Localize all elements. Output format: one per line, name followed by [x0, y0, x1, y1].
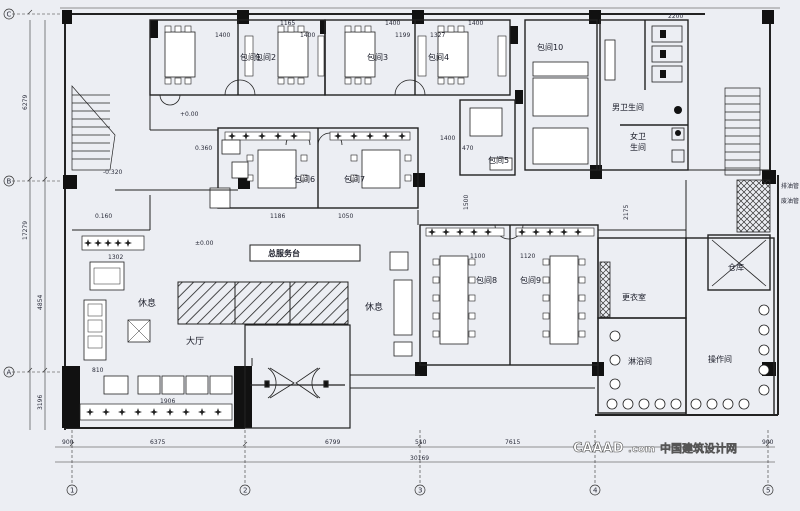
dim-bottom-5: 900 [762, 439, 774, 446]
dim-bottom-4: 7615 [505, 439, 520, 446]
room-label-private4: 包间4 [428, 52, 449, 62]
dim-bottom-3: 510 [415, 439, 427, 446]
watermark: CAAAD .com 中国建筑设计网 [573, 441, 738, 457]
dim-misc-4: 1100 [470, 253, 485, 260]
dim-top-2: 1400 [300, 32, 315, 39]
dim-left-1: 17279 [22, 221, 29, 240]
level-marker-3: -0.320 [103, 169, 123, 176]
room-label-lounge-left: 休息 [138, 297, 156, 309]
axis-col-2: 2 [243, 487, 247, 495]
room-label-private6: 包间6 [294, 174, 315, 184]
dim-misc-9: 470 [462, 145, 474, 152]
dim-bottom-1: 6375 [150, 439, 165, 446]
dimension-text-misc: 1302 1906 810 1186 1100 1120 1400 1500 2… [92, 13, 683, 405]
side-label-waste-oil: 废油管 [781, 197, 799, 205]
structural-columns [62, 10, 776, 428]
dim-top-4: 1400 [385, 20, 400, 27]
room-label-private2: 包间2 [255, 52, 276, 62]
room-furniture-8-9 [389, 227, 595, 357]
room-label-private3: 包间3 [367, 52, 388, 62]
level-marker-4: +0.00 [180, 111, 199, 118]
watermark-name: 中国建筑设计网 [660, 441, 737, 455]
axis-row-markers: C B A [3, 8, 15, 378]
dim-top-1: 1165 [280, 20, 295, 27]
dim-left-3: 3196 [37, 395, 44, 410]
room-label-storage: 仓库 [728, 262, 744, 272]
room-labels: 包间1 包间2 包间3 包间4 包间5 包间6 包间7 包间8 包间9 包间10… [138, 42, 744, 366]
side-label-oil-drain: 排油管 [781, 182, 799, 190]
interior-walls [72, 95, 770, 389]
room-label-womens-restroom-a: 女卫 [630, 131, 646, 141]
shower-fixtures [606, 304, 770, 410]
axis-col-4: 4 [593, 487, 598, 495]
dim-misc-5: 1120 [520, 253, 535, 260]
level-marker-2: 0.360 [195, 145, 212, 152]
dim-bottom-2: 6799 [325, 439, 340, 446]
dim-bottom-0: 900 [62, 439, 74, 446]
axis-col-5: 5 [766, 487, 770, 495]
level-marker-0: ±0.00 [195, 240, 214, 247]
service-block [597, 179, 775, 416]
level-marker-1: 0.160 [95, 213, 112, 220]
room-label-private8: 包间8 [476, 275, 497, 285]
private-rooms-6-7 [217, 127, 419, 209]
hatched-counter [177, 281, 349, 325]
dim-misc-10: 1050 [338, 213, 353, 220]
dim-misc-1: 1906 [160, 398, 175, 405]
room-label-lounge-right: 休息 [365, 301, 383, 313]
axis-row-c: C [7, 11, 12, 19]
axis-col-3: 3 [418, 487, 422, 495]
dim-misc-2: 810 [92, 367, 104, 374]
room-label-locker-room: 更衣室 [622, 292, 646, 302]
axis-col-1: 1 [70, 487, 74, 495]
level-markers: ±0.00 0.160 0.360 -0.320 +0.00 [95, 111, 214, 247]
room-label-private9: 包间9 [520, 275, 541, 285]
room-furniture-6-7 [209, 131, 412, 209]
room-label-shower-room: 淋浴间 [628, 356, 652, 366]
service-desk [249, 244, 361, 262]
room-label-private10: 包间10 [537, 42, 563, 52]
axis-column-markers: 1 2 3 4 5 [66, 484, 774, 496]
watermark-site: CAAAD [573, 441, 624, 456]
room-label-private1: 包间1 [240, 52, 261, 62]
dim-left-2: 4854 [37, 295, 44, 310]
room-label-private5: 包间5 [488, 155, 509, 165]
dim-misc-11: 2200 [668, 13, 683, 20]
toilet-icon [660, 30, 682, 136]
room-label-mens-restroom: 男卫生间 [612, 102, 644, 112]
room-label-service-desk: 总服务台 [268, 248, 300, 258]
dim-top-0: 1400 [215, 32, 230, 39]
room-furniture-top [164, 25, 507, 85]
room-label-operation-room: 操作间 [708, 354, 732, 364]
room-label-private7: 包间7 [344, 174, 365, 184]
dim-misc-7: 1500 [463, 195, 470, 210]
room-label-womens-restroom-b: 生间 [630, 142, 646, 152]
private-rooms-top [149, 19, 511, 106]
dimension-text-top: 1400 1165 1400 1199 1400 1327 1400 [215, 20, 483, 39]
room-label-hall: 大厅 [186, 335, 204, 347]
dim-misc-3: 1186 [270, 213, 285, 220]
axis-row-a: A [7, 369, 12, 377]
watermark-domain: .com [628, 444, 655, 455]
stairs-left-icon [71, 85, 116, 171]
dimension-lines [12, 7, 780, 485]
dimension-text-bottom: 900 6375 6799 510 7615 900 30169 [62, 439, 774, 462]
dim-misc-0: 1302 [108, 254, 123, 261]
dim-top-6: 1400 [468, 20, 483, 27]
dimension-text-left: 6279 17279 4854 3196 [22, 95, 44, 410]
lounge-furniture-left [79, 235, 233, 421]
stairs-right-icon [724, 87, 761, 176]
dim-misc-8: 2175 [623, 205, 630, 220]
entrance-area [244, 324, 351, 429]
private-room-10-restrooms [524, 19, 689, 171]
dim-total-width: 30169 [410, 455, 429, 462]
axis-row-b: B [7, 178, 12, 186]
private-room-5 [459, 99, 516, 176]
side-labels: 排油管 废油管 [781, 182, 799, 205]
dim-misc-6: 1400 [440, 135, 455, 142]
dim-top-3: 1199 [395, 32, 410, 39]
dim-left-0: 6279 [22, 95, 29, 110]
dim-top-5: 1327 [430, 32, 445, 39]
